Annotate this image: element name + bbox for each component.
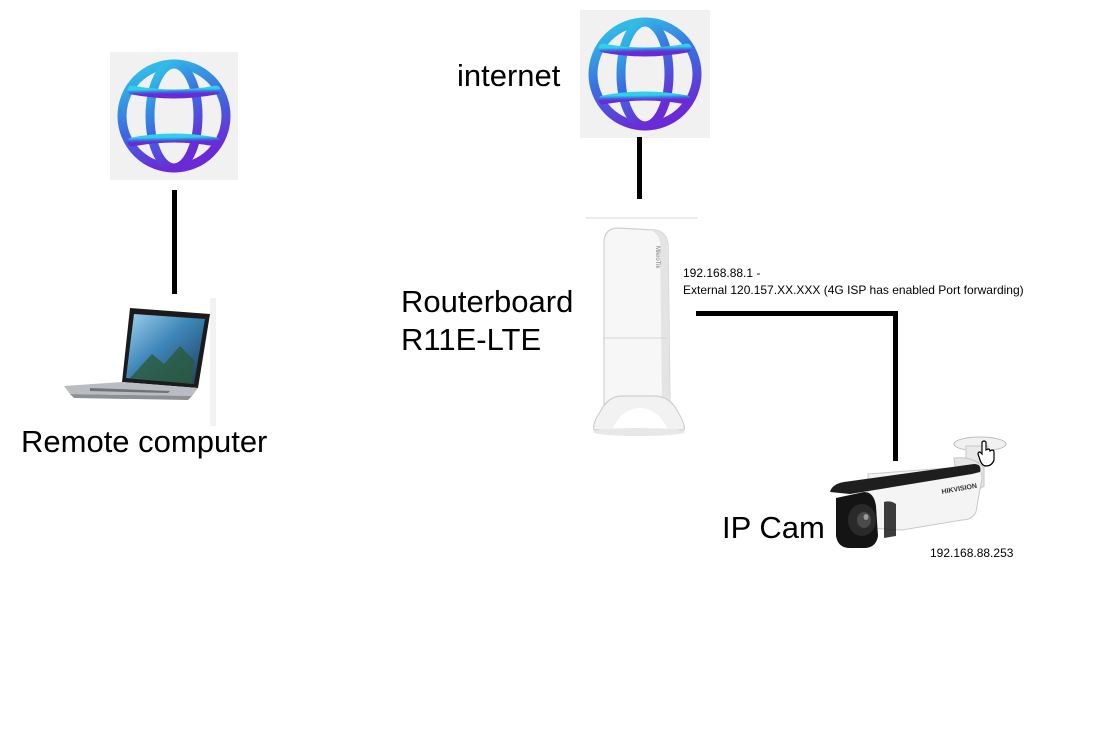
laptop-icon [64,298,216,426]
ip-cam-label: IP Cam [722,510,825,545]
connector-router-horizontal [696,311,898,316]
router-ip-line1: 192.168.88.1 - [683,266,761,280]
globe-right [580,10,710,138]
ip-camera: HIKVISION [824,432,1012,554]
globe-icon [588,17,702,131]
router-icon: MikroTik [586,217,698,436]
camera-icon: HIKVISION [830,436,1007,548]
connector-left-globe-laptop [172,190,177,294]
router-label-line2: R11E-LTE [401,322,542,357]
router-brand-text: MikroTik [654,246,660,269]
globe-icon [117,59,231,173]
hand-cursor-icon [977,440,995,467]
connector-globe-router [637,137,642,199]
cam-ip-label: 192.168.88.253 [930,546,1014,560]
router: MikroTik [582,216,700,438]
globe-left [110,52,238,180]
router-ip-line2: External 120.157.XX.XXX (4G ISP has enab… [683,283,1024,297]
laptop [60,298,216,426]
router-label-line1: Routerboard [401,284,574,319]
connector-router-camera-vertical [893,311,898,461]
internet-label: internet [457,58,561,93]
remote-computer-label: Remote computer [21,424,268,459]
